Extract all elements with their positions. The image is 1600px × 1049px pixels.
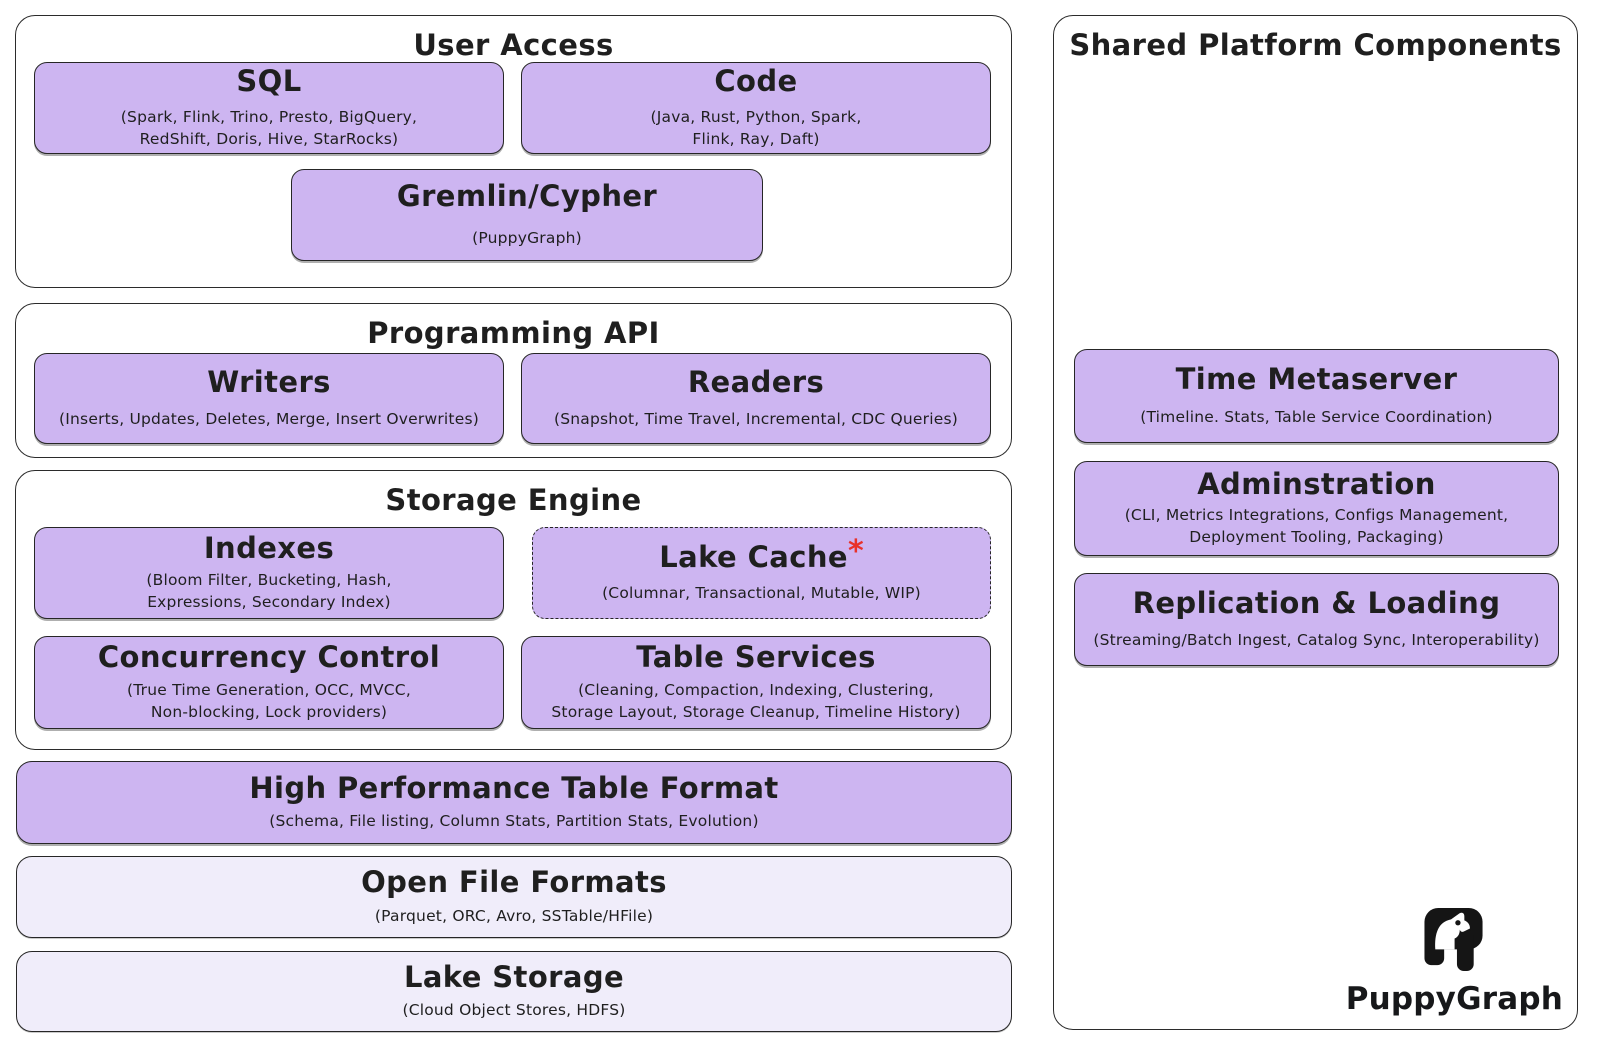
file-formats-box-title: Open File Formats <box>361 865 667 900</box>
replication-loading-box-subtitle: (Streaming/Batch Ingest, Catalog Sync, I… <box>1093 630 1540 649</box>
writers-box: Writers (Inserts, Updates, Deletes, Merg… <box>34 353 504 444</box>
table-format-box-title: High Performance Table Format <box>249 770 779 805</box>
user-access-panel: User Access SQL (Spark, Flink, Trino, Pr… <box>15 15 1012 288</box>
concurrency-control-box-subtitle: (True Time Generation, OCC, MVCC, Non-bl… <box>127 680 411 721</box>
indexes-box-subtitle: (Bloom Filter, Bucketing, Hash, Expressi… <box>146 571 392 612</box>
table-services-box-title: Table Services <box>636 640 876 675</box>
replication-loading-box-title: Replication & Loading <box>1132 586 1501 621</box>
indexes-box: Indexes (Bloom Filter, Bucketing, Hash, … <box>34 527 504 619</box>
lake-cache-box: Lake Cache * (Columnar, Transactional, M… <box>532 527 991 619</box>
code-box-subtitle: (Java, Rust, Python, Spark, Flink, Ray, … <box>650 108 862 149</box>
programming-api-title: Programming API <box>367 316 660 350</box>
table-services-box-subtitle: (Cleaning, Compaction, Indexing, Cluster… <box>551 680 961 721</box>
gremlin-cypher-box-title: Gremlin/Cypher <box>396 179 658 214</box>
file-formats-box-subtitle: (Parquet, ORC, Avro, SSTable/HFile) <box>374 906 654 925</box>
gremlin-cypher-box-subtitle: (PuppyGraph) <box>472 228 582 247</box>
time-metaserver-box-title: Time Metaserver <box>1175 362 1458 397</box>
lake-cache-asterisk: * <box>847 533 864 569</box>
storage-engine-panel: Storage Engine Indexes (Bloom Filter, Bu… <box>15 470 1012 750</box>
table-format-box-subtitle: (Schema, File listing, Column Stats, Par… <box>269 812 759 831</box>
code-box: Code (Java, Rust, Python, Spark, Flink, … <box>521 62 991 154</box>
file-formats-box: Open File Formats (Parquet, ORC, Avro, S… <box>16 856 1012 938</box>
table-services-box: Table Services (Cleaning, Compaction, In… <box>521 636 991 729</box>
lake-storage-box-title: Lake Storage <box>403 959 625 994</box>
puppygraph-dog-icon <box>1424 908 1484 975</box>
lake-storage-box: Lake Storage (Cloud Object Stores, HDFS) <box>16 951 1012 1032</box>
puppygraph-brand: PuppyGraph <box>1346 908 1563 1017</box>
code-box-title: Code <box>714 63 798 98</box>
readers-box-subtitle: (Snapshot, Time Travel, Incremental, CDC… <box>553 409 959 428</box>
sql-box-subtitle: (Spark, Flink, Trino, Presto, BigQuery, … <box>120 108 418 149</box>
lake-storage-box-subtitle: (Cloud Object Stores, HDFS) <box>402 1001 626 1020</box>
programming-api-panel: Programming API Writers (Inserts, Update… <box>15 303 1012 458</box>
writers-box-title: Writers <box>207 365 331 400</box>
concurrency-control-box-title: Concurrency Control <box>97 640 441 675</box>
readers-box: Readers (Snapshot, Time Travel, Incremen… <box>521 353 991 444</box>
readers-box-title: Readers <box>687 365 825 400</box>
time-metaserver-box-subtitle: (Timeline. Stats, Table Service Coordina… <box>1140 407 1493 426</box>
writers-box-subtitle: (Inserts, Updates, Deletes, Merge, Inser… <box>59 409 479 428</box>
storage-engine-title: Storage Engine <box>385 483 642 517</box>
adminstration-box: Adminstration (CLI, Metrics Integrations… <box>1074 461 1559 556</box>
table-format-box: High Performance Table Format (Schema, F… <box>16 761 1012 844</box>
puppygraph-wordmark: PuppyGraph <box>1345 981 1563 1017</box>
indexes-box-title: Indexes <box>203 530 335 565</box>
lake-cache-box-subtitle: (Columnar, Transactional, Mutable, WIP) <box>602 584 921 603</box>
replication-loading-box: Replication & Loading (Streaming/Batch I… <box>1074 573 1559 666</box>
lake-cache-box-title-row: Lake Cache * <box>659 536 863 574</box>
gremlin-cypher-box: Gremlin/Cypher (PuppyGraph) <box>291 169 763 261</box>
concurrency-control-box: Concurrency Control (True Time Generatio… <box>34 636 504 729</box>
user-access-title: User Access <box>413 28 614 62</box>
time-metaserver-box: Time Metaserver (Timeline. Stats, Table … <box>1074 349 1559 443</box>
shared-platform-title: Shared Platform Components <box>1069 28 1562 62</box>
lake-cache-box-title: Lake Cache <box>659 539 848 574</box>
adminstration-box-subtitle: (CLI, Metrics Integrations, Configs Mana… <box>1124 506 1509 547</box>
adminstration-box-title: Adminstration <box>1197 466 1436 501</box>
sql-box-title: SQL <box>236 63 302 98</box>
sql-box: SQL (Spark, Flink, Trino, Presto, BigQue… <box>34 62 504 154</box>
shared-platform-panel: Shared Platform Components Time Metaserv… <box>1053 15 1578 1030</box>
